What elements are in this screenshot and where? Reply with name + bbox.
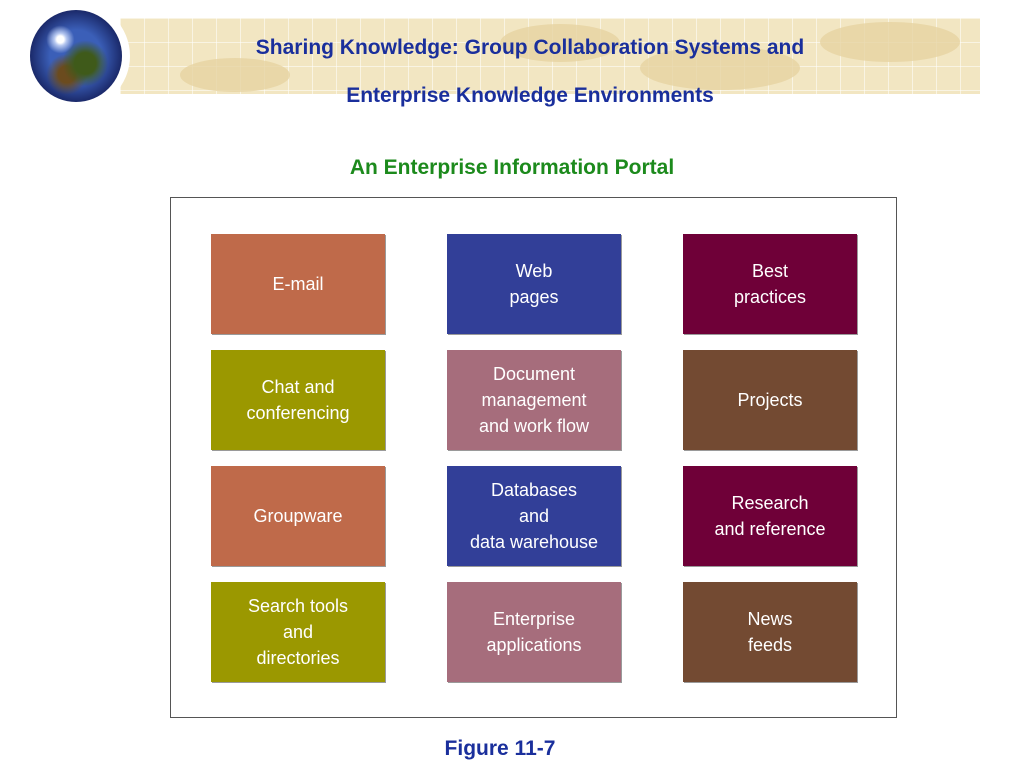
slide-title-line-1: Sharing Knowledge: Group Collaboration S… [255, 36, 805, 59]
tile-databases: Databases and data warehouse [447, 466, 621, 566]
tile-document-management: Document management and work flow [447, 350, 621, 450]
map-decoration [500, 24, 620, 62]
map-decoration [640, 46, 800, 90]
tile-chat-conferencing: Chat and conferencing [211, 350, 385, 450]
figure-caption: Figure 11-7 [444, 737, 556, 760]
tile-email: E-mail [211, 234, 385, 334]
tile-groupware: Groupware [211, 466, 385, 566]
tile-web-pages: Web pages [447, 234, 621, 334]
tile-search-tools: Search tools and directories [211, 582, 385, 682]
tile-news-feeds: News feeds [683, 582, 857, 682]
tile-enterprise-applications: Enterprise applications [447, 582, 621, 682]
slide-title-line-2: Enterprise Knowledge Environments [346, 84, 714, 107]
tile-research-reference: Research and reference [683, 466, 857, 566]
tile-projects: Projects [683, 350, 857, 450]
portal-diagram: E-mail Web pages Best practices Chat and… [170, 197, 897, 718]
tile-best-practices: Best practices [683, 234, 857, 334]
map-decoration [180, 58, 290, 92]
globe-icon [30, 10, 122, 102]
map-decoration [820, 22, 960, 62]
diagram-title: An Enterprise Information Portal [349, 156, 675, 179]
header-banner [120, 18, 980, 94]
